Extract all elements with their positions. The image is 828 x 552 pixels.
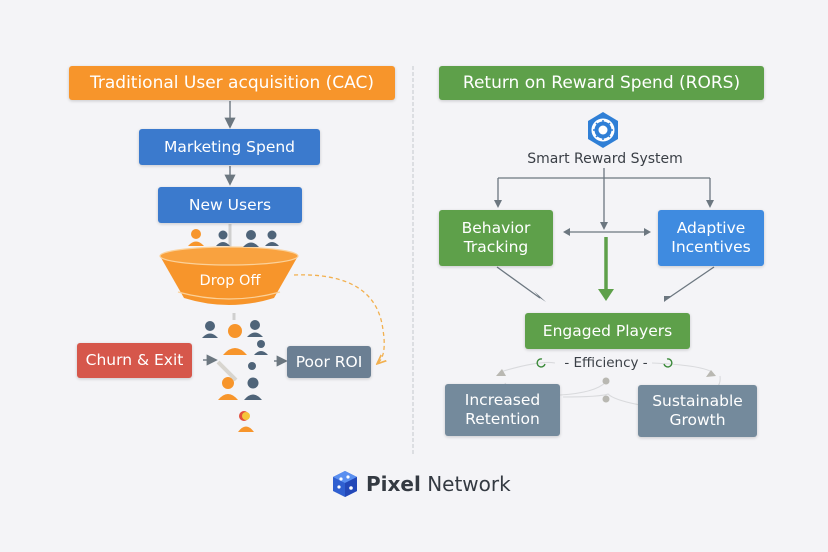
rors-title: Return on Reward Spend (RORS) bbox=[439, 66, 764, 100]
increased-retention-box: Increased Retention bbox=[445, 384, 560, 436]
funnel-icon bbox=[159, 246, 299, 305]
marketing-spend-box: Marketing Spend bbox=[139, 129, 320, 165]
system-branch-lines bbox=[497, 168, 711, 226]
churn-exit-box: Churn & Exit bbox=[77, 343, 192, 378]
new-users-box: New Users bbox=[158, 187, 302, 223]
smart-reward-system-label: Smart Reward System bbox=[527, 151, 683, 167]
efficiency-label: - Efficiency - bbox=[564, 355, 648, 371]
efficiency-text: Efficiency bbox=[573, 355, 639, 371]
user-icons-top bbox=[188, 229, 279, 247]
pixel-cube-icon bbox=[332, 470, 358, 498]
cac-title: Traditional User acquisition (CAC) bbox=[69, 66, 395, 100]
footer-brand: Pixel Network bbox=[332, 470, 511, 498]
user-icons-bottom bbox=[202, 320, 268, 432]
reward-hub-icon bbox=[586, 111, 620, 149]
brand-bold: Pixel bbox=[366, 472, 421, 496]
behavior-tracking-box: Behavior Tracking bbox=[439, 210, 553, 266]
brand-rest: Network bbox=[427, 472, 511, 496]
funnel-label: Drop Off bbox=[199, 273, 261, 289]
dashed-funnel-to-roi bbox=[293, 274, 384, 363]
adaptive-incentives-box: Adaptive Incentives bbox=[658, 210, 764, 266]
engaged-players-box: Engaged Players bbox=[525, 313, 690, 349]
poor-roi-box: Poor ROI bbox=[287, 346, 371, 378]
sustainable-growth-box: Sustainable Growth bbox=[638, 385, 757, 437]
